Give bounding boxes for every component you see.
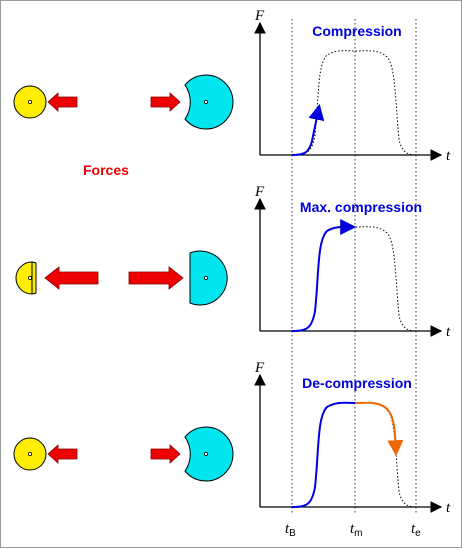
force-pulse-curve [263, 402, 431, 508]
decompression-curve [354, 401, 404, 457]
small-ball [15, 261, 37, 295]
panel-max-compression: Ft Max. compression [15, 184, 451, 340]
time-guides [291, 19, 417, 513]
y-axis-label: F [254, 360, 265, 376]
force-arrow-right [150, 444, 181, 464]
force-arrow-right [150, 92, 181, 112]
large-ball [184, 74, 234, 130]
small-ball [13, 437, 47, 471]
x-axis-label: t [446, 324, 451, 340]
x-axis-label: t [446, 500, 451, 516]
tick-label-tm: tm [350, 521, 363, 539]
large-ball [189, 250, 228, 306]
panel-decompression: Ft De-compression [13, 360, 451, 516]
panel-title: Compression [312, 23, 401, 39]
force-arrow-left [44, 266, 99, 290]
compression-curve [291, 401, 356, 508]
y-axis-label: F [254, 184, 265, 200]
tick-label-tB: tB [285, 521, 296, 539]
max-compression-curve [291, 218, 357, 332]
y-axis-label: F [254, 8, 265, 24]
force-pulse-curve [263, 50, 431, 156]
force-arrows [44, 266, 184, 290]
large-ball [184, 426, 234, 482]
panel-title: Max. compression [300, 199, 422, 215]
time-tick-labels: tB tm te [285, 521, 421, 539]
forces-label: Forces [83, 162, 129, 178]
panel-compression: Ft Compression [13, 8, 451, 164]
force-arrow-right [128, 266, 184, 290]
panel-title: De-compression [302, 375, 412, 391]
force-pulse-curve [263, 226, 431, 332]
force-arrows [47, 92, 181, 112]
compression-curve [291, 103, 325, 156]
force-arrow-left [47, 92, 78, 112]
force-arrow-left [47, 444, 78, 464]
x-axis-label: t [446, 148, 451, 164]
tick-label-te: te [411, 521, 421, 539]
small-ball [13, 85, 47, 119]
force-arrows [47, 444, 181, 464]
